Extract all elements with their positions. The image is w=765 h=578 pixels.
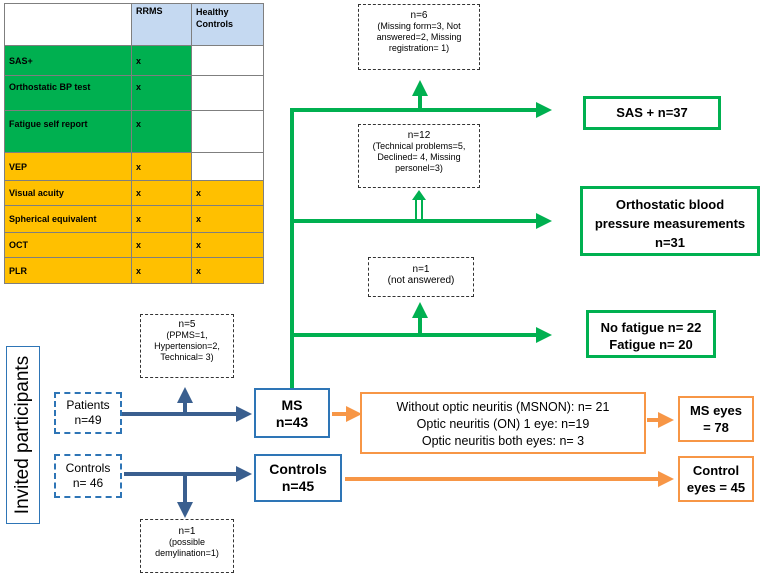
measurement-table: RRMS Healthy Controls SAS+ x Orthostatic…	[4, 3, 264, 284]
table-header-healthy: Healthy Controls	[191, 3, 264, 46]
table-cell-healthy	[191, 45, 264, 76]
excl-controls-line: demylination=1)	[155, 548, 219, 558]
table-cell-rrms: x	[131, 152, 192, 181]
excl-controls-line: (possible	[168, 537, 206, 547]
table-row: Spherical equivalent x x	[4, 205, 264, 233]
excl-fatigue-box: n=1 (not answered)	[368, 257, 474, 297]
table-cell-rrms: x	[131, 45, 192, 76]
ms-box: MS n=43	[254, 388, 330, 438]
excl-patients-n: n=5	[178, 319, 196, 330]
table-cell-healthy: x	[191, 205, 264, 233]
excl-fatigue-line: (not answered)	[387, 275, 455, 286]
control-eyes-box: Control eyes = 45	[678, 456, 754, 502]
fatigue-result-line: No fatigue n= 22	[600, 320, 702, 335]
sas-result-text: SAS + n=37	[616, 105, 688, 120]
optic-line: Optic neuritis (ON) 1 eye: n=19	[416, 417, 590, 431]
table-header-empty	[4, 3, 132, 46]
table-row: SAS+ x	[4, 45, 264, 76]
table-cell-label: SAS+	[4, 45, 132, 76]
excl-patients-line: Hypertension=2,	[154, 341, 220, 351]
bp-result-line: n=31	[655, 235, 685, 250]
table-header-row: RRMS Healthy Controls	[4, 3, 264, 46]
table-cell-label: Spherical equivalent	[4, 205, 132, 233]
ms-eyes-box: MS eyes = 78	[678, 396, 754, 442]
table-row: Orthostatic BP test x	[4, 75, 264, 111]
fatigue-result-line: Fatigue n= 20	[609, 337, 693, 352]
table-cell-healthy: x	[191, 180, 264, 206]
bp-result-box: Orthostatic blood pressure measurements …	[580, 186, 760, 256]
table-cell-healthy	[191, 75, 264, 111]
table-row: Fatigue self report x	[4, 110, 264, 153]
controls-group-label: Controls	[269, 461, 327, 477]
bp-result-line: pressure measurements	[594, 216, 746, 231]
excl-sas-line: (Missing form=3, Not	[377, 21, 461, 31]
excl-sas-box: n=6 (Missing form=3, Not answered=2, Mis…	[358, 4, 480, 70]
table-cell-rrms: x	[131, 75, 192, 111]
excl-fatigue-n: n=1	[412, 264, 430, 275]
bp-result-line: Orthostatic blood	[615, 197, 725, 212]
excl-bp-line: personel=3)	[395, 163, 443, 173]
ms-label: MS	[281, 397, 303, 413]
patients-count: n=49	[74, 413, 102, 427]
table-cell-label: Fatigue self report	[4, 110, 132, 153]
excl-sas-line: answered=2, Missing	[376, 32, 462, 42]
table-cell-rrms: x	[131, 110, 192, 153]
table-row: OCT x x	[4, 232, 264, 258]
table-cell-label: Visual acuity	[4, 180, 132, 206]
table-row: PLR x x	[4, 257, 264, 284]
controls-input-label: Controls	[65, 461, 111, 475]
controls-input-count: n= 46	[72, 476, 104, 490]
excl-bp-n: n=12	[407, 130, 431, 141]
excl-sas-line: registration= 1)	[388, 43, 450, 53]
controls-group-box: Controls n=45	[254, 454, 342, 502]
excl-controls-n: n=1	[178, 526, 196, 537]
excl-controls-box: n=1 (possible demylination=1)	[140, 519, 234, 573]
table-cell-rrms: x	[131, 257, 192, 284]
optic-neuritis-box: Without optic neuritis (MSNON): n= 21 Op…	[360, 392, 646, 454]
table-cell-rrms: x	[131, 180, 192, 206]
excl-patients-line: (PPMS=1,	[166, 330, 208, 340]
invited-participants-label: Invited participants	[6, 346, 40, 524]
patients-box: Patients n=49	[54, 392, 122, 434]
table-row: Visual acuity x x	[4, 180, 264, 206]
table-cell-label: OCT	[4, 232, 132, 258]
controls-input-box: Controls n= 46	[54, 454, 122, 498]
table-cell-label: PLR	[4, 257, 132, 284]
optic-line: Optic neuritis both eyes: n= 3	[421, 434, 585, 448]
table-cell-healthy	[191, 152, 264, 181]
excl-bp-line: (Technical problems=5,	[372, 141, 466, 151]
optic-line: Without optic neuritis (MSNON): n= 21	[396, 400, 610, 414]
invited-participants-text: Invited participants	[12, 355, 33, 515]
excl-patients-line: Technical= 3)	[160, 352, 214, 362]
arrow-head-excl-bp	[412, 190, 426, 200]
fatigue-result-box: No fatigue n= 22 Fatigue n= 20	[586, 310, 716, 358]
controls-group-count: n=45	[281, 478, 315, 494]
control-eyes-line: Control	[692, 463, 740, 478]
patients-label: Patients	[66, 398, 110, 412]
table-cell-healthy: x	[191, 257, 264, 284]
excl-patients-box: n=5 (PPMS=1, Hypertension=2, Technical= …	[140, 314, 234, 378]
table-cell-healthy: x	[191, 232, 264, 258]
excl-sas-n: n=6	[410, 10, 428, 21]
ms-count: n=43	[275, 414, 309, 430]
excl-bp-line: Declined= 4, Missing	[377, 152, 461, 162]
sas-result-box: SAS + n=37	[583, 96, 721, 130]
excl-bp-box: n=12 (Technical problems=5, Declined= 4,…	[358, 124, 480, 188]
ms-eyes-line: = 78	[703, 420, 729, 435]
ms-eyes-line: MS eyes	[689, 403, 743, 418]
control-eyes-line: eyes = 45	[686, 480, 746, 495]
